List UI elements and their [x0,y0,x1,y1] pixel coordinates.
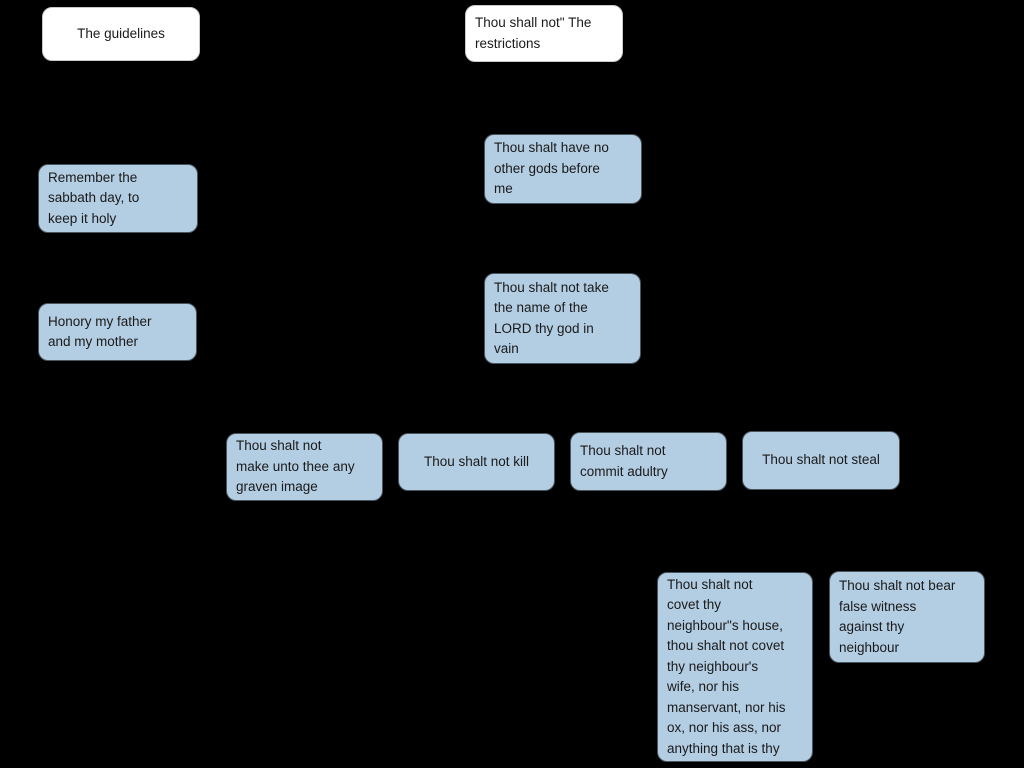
node-label: Thou shalt not covet thy neighbour"s hou… [667,576,786,756]
diagram-node-honor-father-mother[interactable]: Honory my father and my mother [38,303,197,361]
diagram-node-not-kill[interactable]: Thou shalt not kill [398,433,555,491]
node-label: Thou shalt not bear false witness agains… [839,578,956,655]
node-label: Thou shalt have no other gods before me [494,140,609,197]
diagram-node-graven-image[interactable]: Thou shalt not make unto thee any graven… [226,433,383,501]
node-label: Thou shall not" The restrictions [475,15,592,51]
node-label: The guidelines [77,25,165,41]
node-label: Thou shalt not make unto thee any graven… [236,438,355,495]
diagram-node-no-other-gods[interactable]: Thou shalt have no other gods before me [484,134,642,204]
diagram-node-name-in-vain[interactable]: Thou shalt not take the name of the LORD… [484,273,641,364]
diagram-node-not-steal[interactable]: Thou shalt not steal [742,431,900,490]
node-label: Honory my father and my mother [48,313,152,350]
node-label: Thou shalt not commit adultry [580,443,668,479]
diagram-node-not-commit-adultry[interactable]: Thou shalt not commit adultry [570,432,727,491]
node-label: Remember the sabbath day, to keep it hol… [48,169,140,226]
diagram-node-restrictions[interactable]: Thou shall not" The restrictions [465,5,623,62]
diagram-node-false-witness[interactable]: Thou shalt not bear false witness agains… [829,571,985,663]
diagram-node-sabbath[interactable]: Remember the sabbath day, to keep it hol… [38,164,198,233]
node-label: Thou shalt not take the name of the LORD… [494,279,609,357]
node-label: Thou shalt not steal [762,452,880,468]
diagram-node-guidelines[interactable]: The guidelines [42,7,200,61]
node-label: Thou shalt not kill [423,453,530,469]
diagram-node-not-covet[interactable]: Thou shalt not covet thy neighbour"s hou… [657,572,813,762]
